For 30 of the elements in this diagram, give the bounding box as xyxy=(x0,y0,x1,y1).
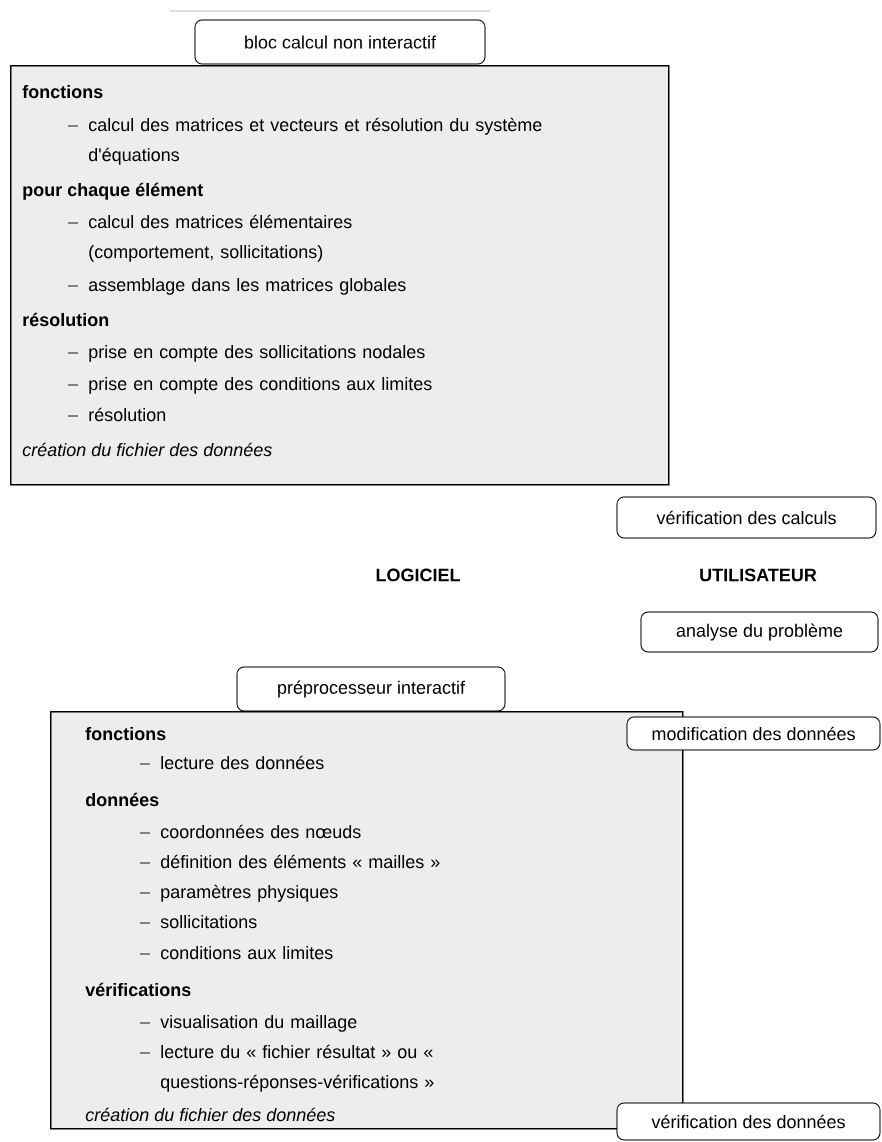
note: création du fichier des données xyxy=(85,1107,335,1122)
section-heading: fonctions xyxy=(22,84,103,99)
note: création du fichier des données xyxy=(22,442,272,457)
list-item: lecture des données xyxy=(139,755,324,770)
column-heading: LOGICIEL xyxy=(376,568,460,582)
list-item: calcul des matrices et vecteurs et résolution du système d'équations xyxy=(67,117,542,165)
list-item: lecture du « fichier résultat » ou « questions-réponses-vérifications » xyxy=(139,1044,434,1092)
list-item: prise en compte des conditions aux limites xyxy=(67,376,432,394)
tab-label: bloc calcul non interactif xyxy=(194,19,486,65)
rounded-box: analyse du problème xyxy=(640,611,879,653)
section-heading: fonctions xyxy=(85,726,166,741)
list-item: assemblage dans les matrices globales xyxy=(67,277,406,295)
section-heading: vérifications xyxy=(85,982,191,997)
list-item: visualisation du maillage xyxy=(139,1014,357,1032)
list-item: résolution xyxy=(67,407,166,422)
column-heading: UTILISATEUR xyxy=(700,568,817,582)
list-item: calcul des matrices élémentaires (comportement, sollicitations) xyxy=(67,214,352,262)
list-item: définition des éléments « mailles » xyxy=(139,854,440,869)
list-item: paramètres physiques xyxy=(139,884,338,902)
rounded-box: vérification des calculs xyxy=(616,496,877,539)
list-item: conditions aux limites xyxy=(139,945,333,960)
section-heading: résolution xyxy=(23,312,109,327)
list-item: prise en compte des sollicitations nodales xyxy=(67,344,425,362)
list-item: sollicitations xyxy=(139,914,257,929)
rounded-box: modification des données xyxy=(626,716,881,751)
tab-label: préprocesseur interactif xyxy=(236,666,506,712)
section-heading: données xyxy=(85,792,159,807)
list-item: coordonnées des nœuds xyxy=(139,824,361,839)
section-heading: pour chaque élément xyxy=(23,182,203,200)
rounded-box: vérification des données xyxy=(616,1102,881,1141)
